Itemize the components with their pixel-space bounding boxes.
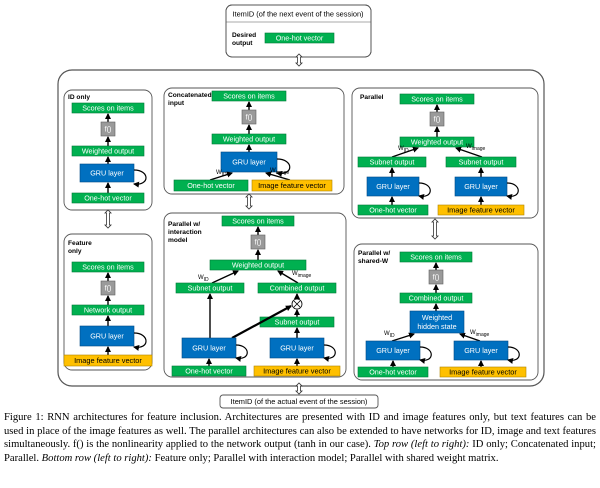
onehot-input-box bbox=[171, 365, 247, 377]
panel-title-line1: Parallel w/ bbox=[168, 221, 200, 228]
connector-arrow bbox=[245, 193, 253, 210]
gru-layer-right-label: GRU layer bbox=[280, 344, 314, 353]
image-feature-box bbox=[251, 179, 333, 192]
gru-layer-label: GRU layer bbox=[232, 158, 266, 167]
weighted-output-box bbox=[399, 136, 475, 148]
gru-layer-left-label: GRU layer bbox=[376, 346, 410, 355]
image-feature-label: Image feature vector bbox=[258, 181, 326, 190]
image-feature-label: Image feature vector bbox=[447, 206, 515, 215]
gru-layer-label: GRU layer bbox=[90, 332, 124, 341]
panel-title-line1: Parallel w/ bbox=[358, 250, 390, 257]
w-image-label: Wimage bbox=[466, 144, 486, 152]
scores-label: Scores on items bbox=[82, 104, 134, 113]
panel-title-line2: only bbox=[68, 248, 82, 255]
f-label: f() bbox=[105, 284, 112, 293]
f-label: f() bbox=[246, 113, 253, 122]
f-label: f() bbox=[255, 238, 262, 247]
architecture-diagram: .g { fill:#00b050; stroke:#007a38; strok… bbox=[57, 4, 545, 409]
image-feature-box bbox=[439, 366, 527, 378]
image-feature-label: Image feature vector bbox=[74, 356, 142, 365]
onehot-input-box bbox=[357, 366, 429, 378]
f-label: f() bbox=[105, 125, 112, 134]
combined-output-label: Combined output bbox=[409, 294, 464, 303]
caption-text: Figure 1: RNN architectures for feature … bbox=[4, 412, 596, 451]
w-image-label: Wimage bbox=[292, 271, 312, 279]
subnet-output-left-label: Subnet output bbox=[370, 158, 415, 167]
gru-layer-right-label: GRU layer bbox=[464, 182, 498, 191]
figure-caption: Figure 1: RNN architectures for feature … bbox=[4, 411, 596, 465]
panel-title-line2: interaction bbox=[168, 229, 202, 236]
onehot-input-box bbox=[173, 179, 249, 192]
panel-title-line2: shared-W bbox=[358, 258, 389, 265]
caption-top-row-text: ID only; Concatenated input; Parallel. bbox=[4, 439, 596, 464]
scores-label: Scores on items bbox=[223, 92, 275, 101]
w-id-label: WID bbox=[198, 275, 209, 283]
panel-parallel bbox=[351, 87, 539, 219]
actual-item-label: ItemID (of the actual event of the sessi… bbox=[231, 397, 368, 406]
scores-label: Scores on items bbox=[82, 263, 134, 272]
network-output-label: Network output bbox=[84, 306, 132, 315]
top-connector-arrow bbox=[295, 53, 303, 67]
scores-label: Scores on items bbox=[411, 95, 463, 104]
weighted-output-label: Weighted output bbox=[82, 147, 134, 156]
onehot-output-label: One-hot vector bbox=[276, 34, 324, 43]
weighted-output-box bbox=[209, 259, 307, 271]
actual-item-box bbox=[219, 394, 379, 409]
gru-layer-box bbox=[220, 151, 278, 173]
gru-layer-left-label: GRU layer bbox=[192, 344, 226, 353]
onehot-input-box bbox=[357, 204, 429, 216]
weighted-hidden-state-box bbox=[409, 310, 465, 334]
panel-title-line3: model bbox=[168, 237, 188, 244]
onehot-input-label: One-hot vector bbox=[187, 181, 235, 190]
w-image-label: Wimage bbox=[270, 168, 290, 176]
image-feature-box bbox=[253, 365, 341, 377]
f-label: f() bbox=[434, 115, 441, 124]
combined-output-label: Combined output bbox=[270, 284, 325, 293]
panel-title-line2: input bbox=[168, 100, 185, 107]
weighted-output-label: Weighted output bbox=[232, 261, 284, 270]
w-id-label: WID bbox=[384, 331, 395, 339]
next-item-label: ItemID (of the next event of the session… bbox=[232, 10, 363, 19]
subnet-output-right-label: Subnet output bbox=[275, 318, 320, 327]
image-feature-label: Image feature vector bbox=[263, 367, 331, 376]
desired-output-label-line1: Desired bbox=[232, 32, 256, 39]
caption-bottom-row-text: Feature only; Parallel with interaction … bbox=[154, 452, 499, 464]
gru-layer-right-label: GRU layer bbox=[464, 346, 498, 355]
weighted-output-label: Weighted output bbox=[411, 138, 463, 147]
w-id-label: WID bbox=[398, 146, 409, 154]
subnet-output-left-label: Subnet output bbox=[188, 284, 233, 293]
weighted-hidden-state-line2: hidden state bbox=[417, 322, 456, 331]
gru-layer-label: GRU layer bbox=[90, 169, 124, 178]
onehot-input-label: One-hot vector bbox=[84, 194, 132, 203]
panel-title-line1: Concatenated bbox=[168, 92, 212, 99]
f-label: f() bbox=[433, 273, 440, 282]
onehot-output-box bbox=[264, 32, 335, 44]
subnet-output-right-label: Subnet output bbox=[459, 158, 504, 167]
onehot-input-box bbox=[71, 192, 145, 204]
panel-title: ID only bbox=[68, 94, 90, 101]
connector-arrow bbox=[104, 209, 112, 229]
onehot-input-label: One-hot vector bbox=[369, 368, 417, 377]
image-feature-box bbox=[437, 204, 525, 216]
desired-output-label-line2: output bbox=[232, 40, 253, 47]
onehot-input-label: One-hot vector bbox=[369, 206, 417, 215]
scores-label: Scores on items bbox=[232, 217, 284, 226]
weighted-hidden-state-line1: Weighted bbox=[422, 313, 452, 322]
panel-title: Parallel bbox=[360, 94, 384, 101]
caption-top-row-label: Top row (left to right): bbox=[373, 439, 470, 451]
weighted-output-label: Weighted output bbox=[223, 135, 275, 144]
scores-label: Scores on items bbox=[410, 253, 462, 262]
caption-bottom-row-label: Bottom row (left to right): bbox=[41, 452, 152, 464]
bottom-connector-arrow bbox=[295, 382, 303, 395]
gru-layer-left-label: GRU layer bbox=[376, 182, 410, 191]
panel-title-line1: Feature bbox=[68, 240, 92, 247]
onehot-input-label: One-hot vector bbox=[185, 367, 233, 376]
image-feature-label: Image feature vector bbox=[449, 368, 517, 377]
w-image-label: Wimage bbox=[470, 330, 490, 338]
w-id-label: WID bbox=[216, 170, 227, 178]
connector-arrow bbox=[431, 218, 439, 240]
image-feature-box bbox=[63, 354, 153, 367]
